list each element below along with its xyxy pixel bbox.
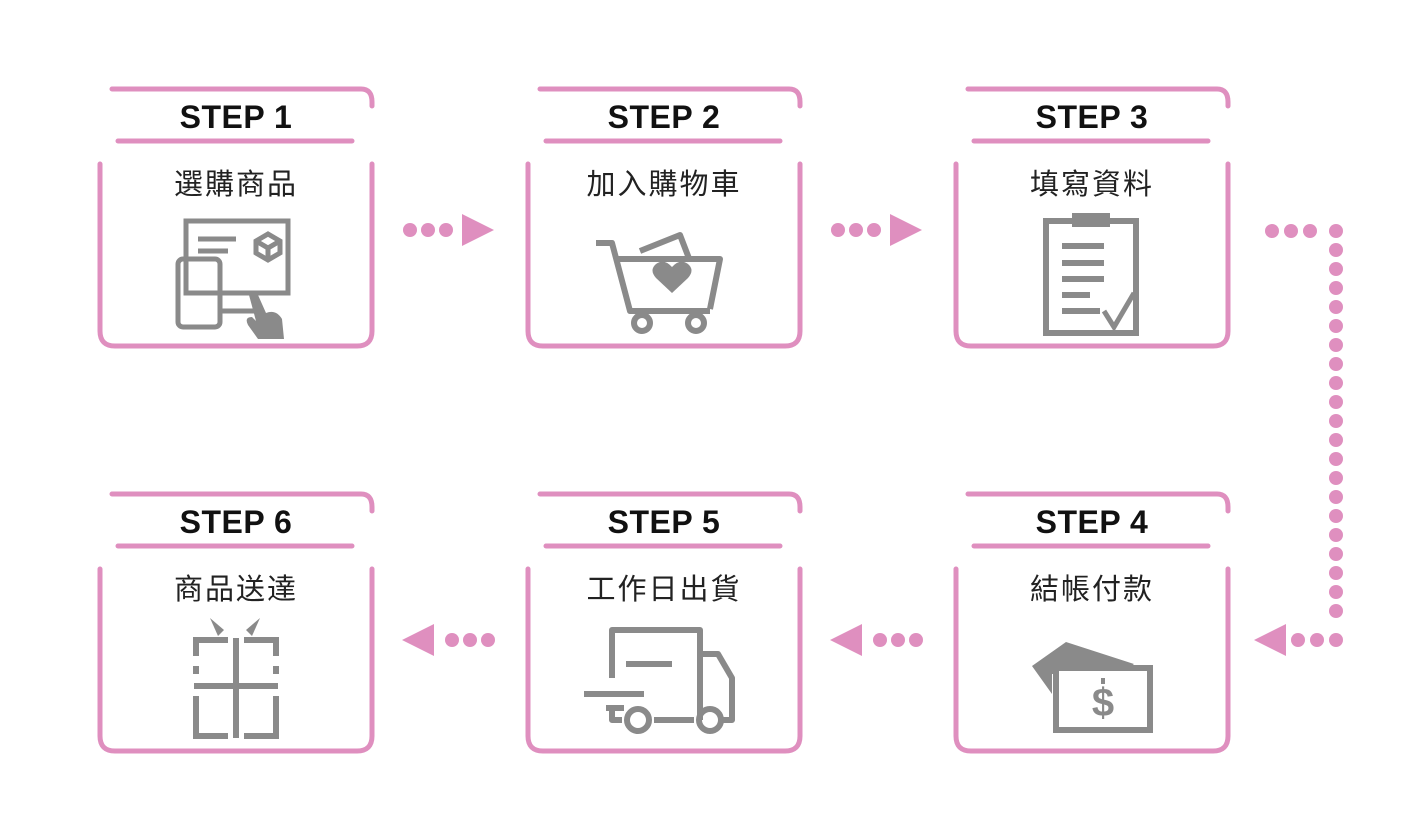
step-frame [953,86,1231,349]
step-title: STEP 4 [1035,504,1149,540]
gift-box-icon [193,618,279,739]
step-title: STEP 5 [607,504,721,540]
step-card-6: STEP 6 商品送達 [96,491,376,761]
shopping-screen-icon [175,218,291,339]
step-title: STEP 3 [1035,99,1149,135]
step-card-4: STEP 4 結帳付款 $ [952,491,1232,761]
step-label: 填寫資料 [1029,167,1154,201]
step-frame [525,86,803,349]
arrow-step5-to-step6 [402,624,495,656]
step-title: STEP 1 [179,99,293,135]
arrow-step3-to-step4 [1254,224,1343,656]
step-label: 加入購物車 [586,167,742,201]
arrow-step2-to-step3 [831,214,922,246]
step-frame [953,491,1231,754]
step-card-3: STEP 3 填寫資料 [952,86,1232,356]
step-title: STEP 2 [607,99,721,135]
step-label: 結帳付款 [1029,572,1154,606]
step-card-5: STEP 5 工作日出貨 [524,491,804,761]
svg-text:$: $ [1092,681,1114,725]
step-label: 商品送達 [173,572,298,606]
arrow-step4-to-step5 [830,624,923,656]
step-label: 工作日出貨 [586,572,742,606]
step-frame [525,491,803,754]
step-label: 選購商品 [173,167,298,201]
arrow-step1-to-step2 [403,214,494,246]
delivery-truck-icon [584,627,735,734]
step-frame [97,86,375,349]
clipboard-check-icon [1043,213,1139,336]
step-title: STEP 6 [179,504,293,540]
step-card-1: STEP 1 選購商品 [96,86,376,356]
step-frame [97,491,375,754]
shopping-cart-heart-icon [596,232,723,334]
step-card-2: STEP 2 加入購物車 [524,86,804,356]
payment-card-cash-icon: $ [1032,642,1153,733]
